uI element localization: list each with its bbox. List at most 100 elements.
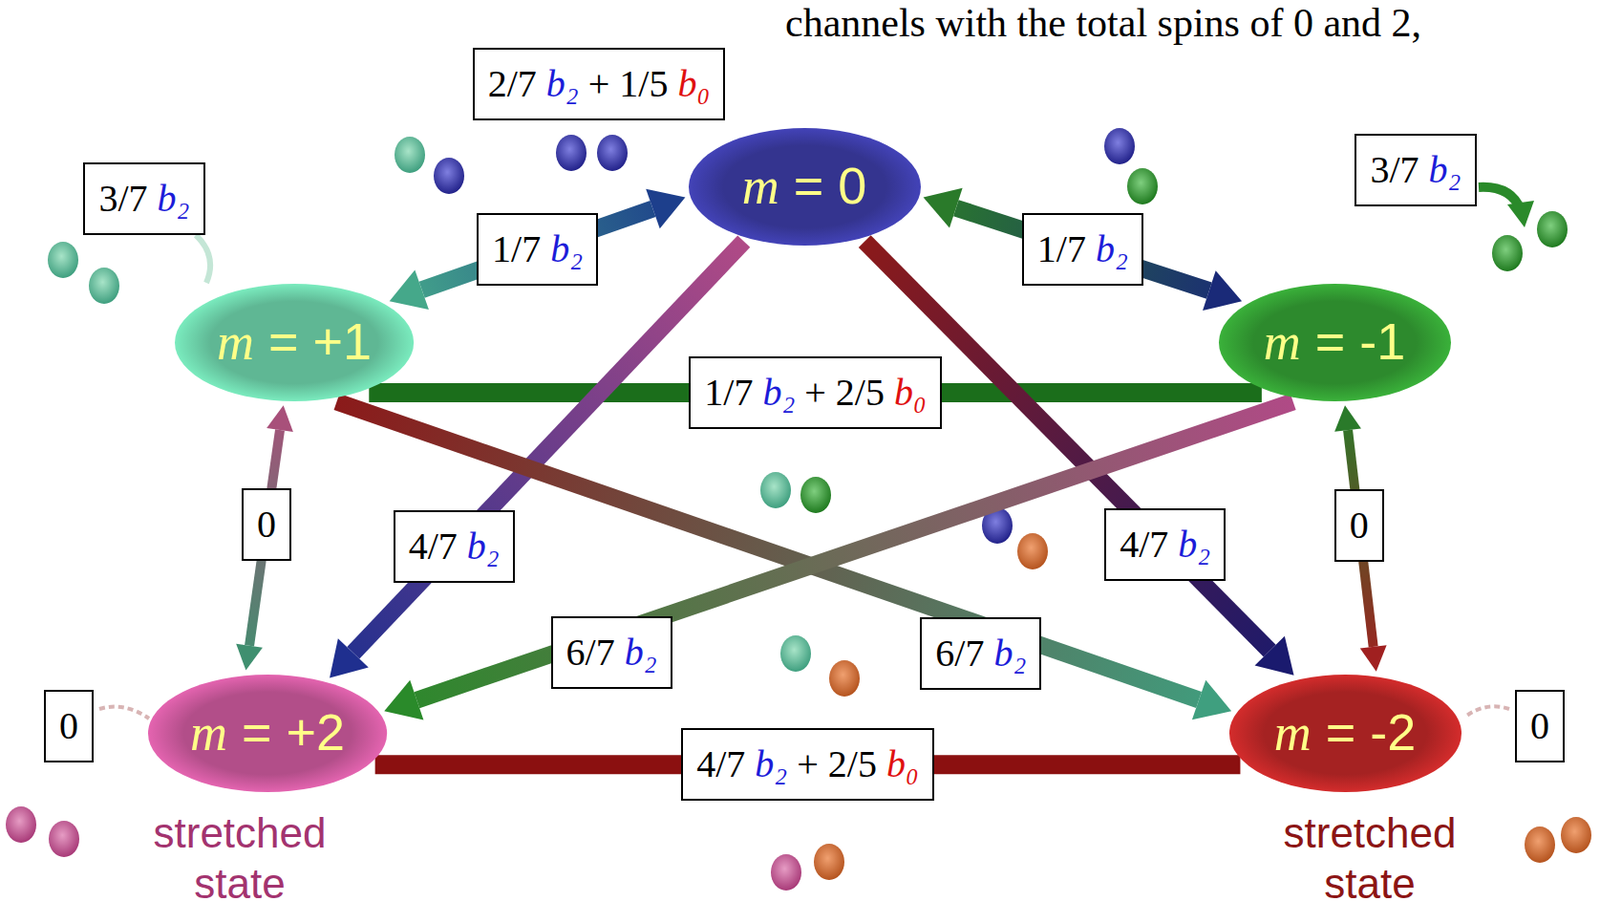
arrow-band: [864, 241, 1270, 652]
text-part: =: [1325, 703, 1357, 761]
text-part: 3/7: [1369, 148, 1429, 192]
arrowhead: [389, 270, 429, 311]
rate-box: 0: [1334, 489, 1385, 562]
arrowhead: [645, 189, 685, 230]
text-part: 1/7: [704, 370, 763, 414]
text-part: 1/7: [1037, 227, 1096, 271]
rate-box: 0: [1514, 689, 1565, 763]
transition-arrow: [235, 405, 294, 670]
rate-box: 3/7 b₂: [1354, 133, 1476, 207]
rate-box: 6/7 b₂: [919, 617, 1042, 690]
text-part: [271, 703, 286, 761]
rate-box: 3/7 b₂: [83, 162, 205, 235]
particle-ball: [597, 134, 628, 171]
particle-ball: [48, 820, 80, 857]
rate-label: 2/7 b₂ + 1/5 b₀: [488, 62, 711, 106]
rate-label: 4/7 b₂: [408, 524, 500, 568]
arrowhead: [923, 188, 963, 229]
state-ellipse: m = -2: [1228, 673, 1463, 793]
particle-ball: [1536, 211, 1568, 248]
rate-label: 3/7 b₂: [1369, 148, 1461, 192]
particle-ball: [1492, 234, 1523, 272]
particle-ball: [813, 843, 845, 880]
text-part: +2: [286, 703, 346, 761]
text-part: [1301, 312, 1316, 370]
state-note: stretched state: [125, 808, 355, 910]
text-part: b₀: [894, 370, 927, 414]
state-label: m = 0: [742, 157, 868, 215]
text-part: 0: [1349, 503, 1369, 547]
text-part: + 2/5: [794, 370, 895, 414]
text-part: =: [1315, 312, 1346, 370]
text-part: 3/7: [98, 176, 157, 220]
text-part: b₂: [546, 62, 579, 106]
state-ellipse: m = +2: [147, 673, 388, 793]
state-ellipse: m = -1: [1217, 282, 1452, 403]
text-part: [779, 156, 794, 214]
self-loop-arrowhead: [1507, 200, 1535, 228]
text-part: -2: [1369, 703, 1416, 761]
text-part: b₂: [624, 630, 658, 674]
particle-ball: [770, 853, 802, 891]
rate-label: 4/7 b₂: [1119, 522, 1211, 566]
text-part: b₀: [886, 742, 919, 786]
particle-ball: [433, 157, 465, 194]
particle-ball: [5, 806, 37, 843]
particle-ball: [780, 635, 811, 672]
state-label: m = -2: [1274, 704, 1417, 762]
rate-label: 6/7 b₂: [935, 631, 1026, 675]
arrow-band: [956, 208, 1210, 291]
text-part: 0: [256, 502, 277, 546]
arrowhead: [1192, 680, 1232, 721]
rate-label: 6/7 b₂: [566, 630, 658, 674]
transition-arrow: [1334, 405, 1387, 672]
rate-box: 1/7 b₂: [1022, 213, 1144, 286]
transition-arrow: [384, 401, 1294, 720]
particle-ball: [800, 476, 832, 513]
text-part: + 1/5: [578, 62, 679, 106]
rate-label: 4/7 b₂ + 2/5 b₀: [696, 742, 919, 786]
text-part: b₂: [993, 631, 1026, 675]
rate-box: 0: [43, 689, 94, 763]
transition-arrow: [923, 188, 1243, 311]
text-part: 6/7: [566, 630, 625, 674]
transition-arrow: [389, 189, 686, 310]
state-label: m = +1: [216, 313, 372, 371]
arrow-band: [336, 401, 1199, 700]
rate-label: 3/7 b₂: [98, 176, 190, 220]
state-ellipse-shape: [1229, 674, 1462, 792]
arrowhead: [1334, 405, 1362, 431]
particle-ball: [1560, 816, 1592, 854]
text-part: [227, 703, 242, 761]
text-part: b₂: [157, 176, 191, 220]
rate-box: 2/7 b₂ + 1/5 b₀: [472, 47, 726, 121]
arrowhead: [1255, 636, 1295, 676]
text-part: b₂: [1429, 148, 1462, 192]
rate-label: 0: [1349, 503, 1369, 547]
arrow-band: [353, 241, 745, 654]
caption-fragment: channels with the total spins of 0 and 2…: [785, 1, 1422, 44]
self-loop-arrow: [195, 234, 211, 283]
text-part: b₀: [677, 62, 710, 106]
arrowhead: [384, 680, 424, 721]
text-part: 0: [837, 156, 867, 214]
state-ellipse: m = +1: [173, 282, 415, 403]
text-part: b₂: [467, 524, 500, 568]
transition-arrow: [336, 401, 1232, 720]
text-part: =: [268, 312, 299, 370]
rate-label: 1/7 b₂: [491, 227, 583, 271]
state-label: m = -1: [1263, 313, 1407, 371]
text-part: =: [241, 703, 273, 761]
state-ellipse-shape: [1218, 283, 1451, 402]
rate-label: 1/7 b₂ + 2/5 b₀: [704, 370, 927, 414]
arrowhead: [235, 643, 263, 671]
self-loop-arrow: [99, 706, 150, 719]
particle-ball: [1127, 168, 1158, 205]
state-ellipse: m = 0: [687, 127, 922, 247]
arrowhead: [1202, 270, 1242, 311]
particle-ball: [760, 471, 791, 509]
particle-ball: [1524, 826, 1556, 863]
state-note: stretched state: [1255, 808, 1485, 910]
text-part: 4/7: [696, 742, 755, 786]
